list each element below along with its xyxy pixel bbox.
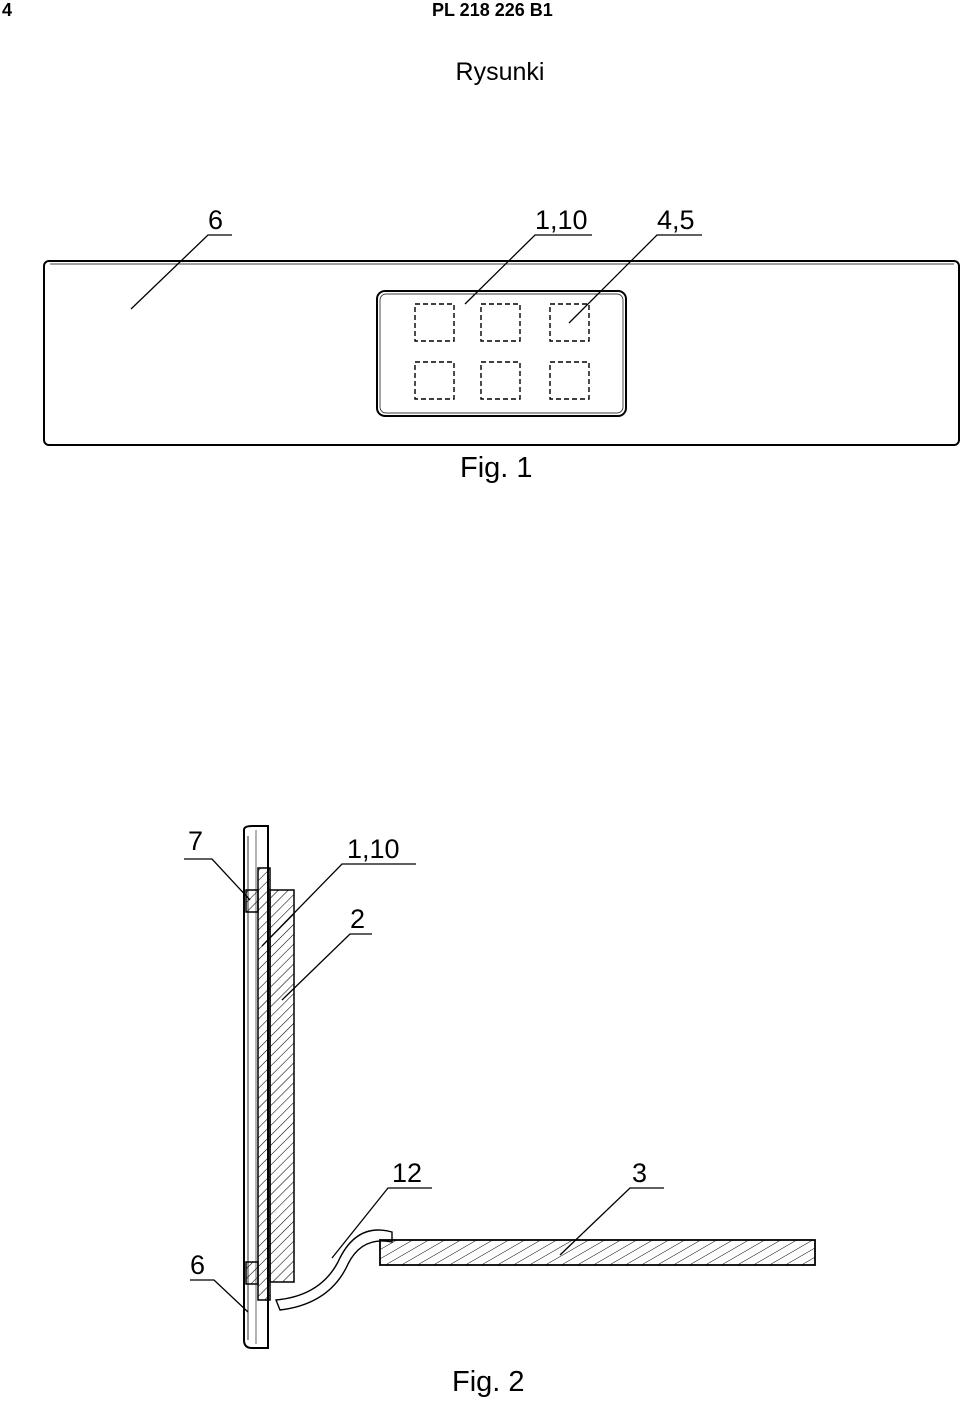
fig2-label-board: 2 xyxy=(350,904,366,934)
fig2-label-sensor: 1,10 xyxy=(347,834,400,864)
fig2-seal-top xyxy=(245,889,259,913)
document-id: PL 218 226 B1 xyxy=(432,0,553,20)
fig1-panel xyxy=(43,260,960,446)
fig1-label-panel: 6 xyxy=(208,205,224,235)
fig2-label-base: 3 xyxy=(632,1158,648,1188)
fig1-sensor-window xyxy=(376,290,627,417)
fig2-caption: Fig. 2 xyxy=(452,1366,525,1398)
fig1-drawing xyxy=(43,234,960,446)
fig1-caption: Fig. 1 xyxy=(460,452,533,484)
fig2-seal-bottom xyxy=(245,1261,259,1285)
fig1-label-fields: 4,5 xyxy=(657,205,695,235)
fig2-label-panel: 6 xyxy=(190,1250,206,1280)
section-title: Rysunki xyxy=(455,58,545,86)
fig2-base xyxy=(379,1239,816,1266)
fig2-label-cable: 12 xyxy=(392,1158,423,1188)
fig2-label-seal: 7 xyxy=(188,826,204,856)
fig2-sensor-layer xyxy=(257,867,271,1301)
fig2-board xyxy=(269,889,295,1283)
fig2-front-panel xyxy=(243,825,269,1349)
fig1-touch-fields xyxy=(414,303,590,400)
fig1-label-sensor: 1,10 xyxy=(535,205,588,235)
fig2-drawing xyxy=(184,825,816,1349)
page-number: 4 xyxy=(2,0,13,20)
